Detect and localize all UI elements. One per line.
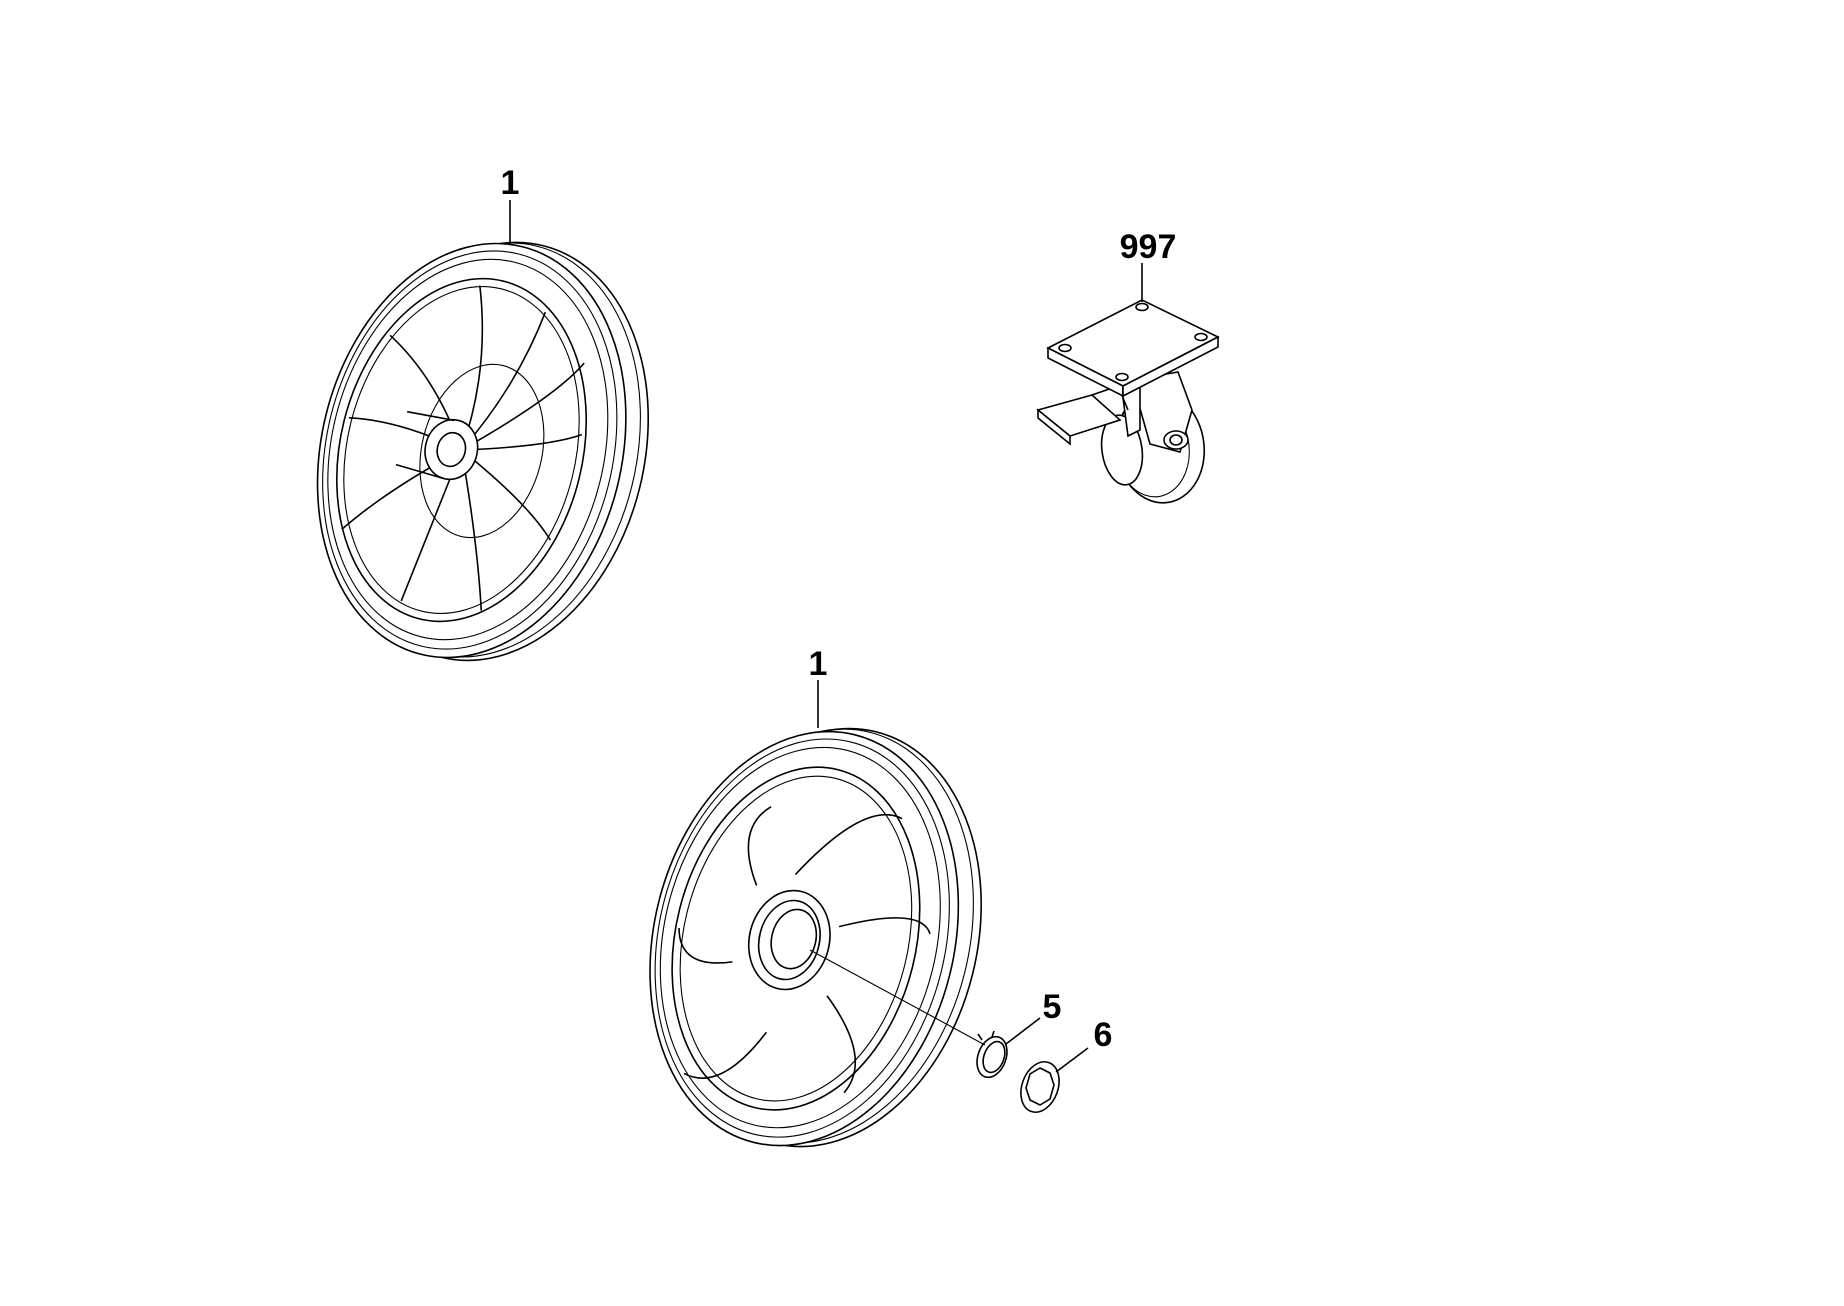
- callout-washer: 6: [1094, 1016, 1113, 1054]
- wheel-icon: [649, 727, 982, 1148]
- circlip-part[interactable]: 5: [972, 988, 1062, 1082]
- lock-washer-icon: [1020, 1061, 1060, 1113]
- wheel-rear-part[interactable]: 1: [275, 164, 690, 696]
- leader-line: [1005, 1017, 1041, 1045]
- callout-wheel-front: 1: [809, 645, 828, 683]
- leader-line: [1055, 1047, 1089, 1073]
- callout-wheel-rear: 1: [501, 164, 520, 202]
- caster-wheel-icon: [1036, 299, 1220, 504]
- callout-caster: 997: [1120, 228, 1177, 266]
- axle-centerline: [809, 949, 986, 1046]
- washer-part[interactable]: 6: [1014, 1016, 1112, 1118]
- spoked-wheel-icon: [316, 241, 650, 662]
- callout-circlip: 5: [1043, 988, 1062, 1026]
- wheel-front-part[interactable]: 1: [608, 645, 1024, 1184]
- circlip-icon: [976, 1030, 1008, 1079]
- caster-part[interactable]: 997: [1036, 228, 1220, 509]
